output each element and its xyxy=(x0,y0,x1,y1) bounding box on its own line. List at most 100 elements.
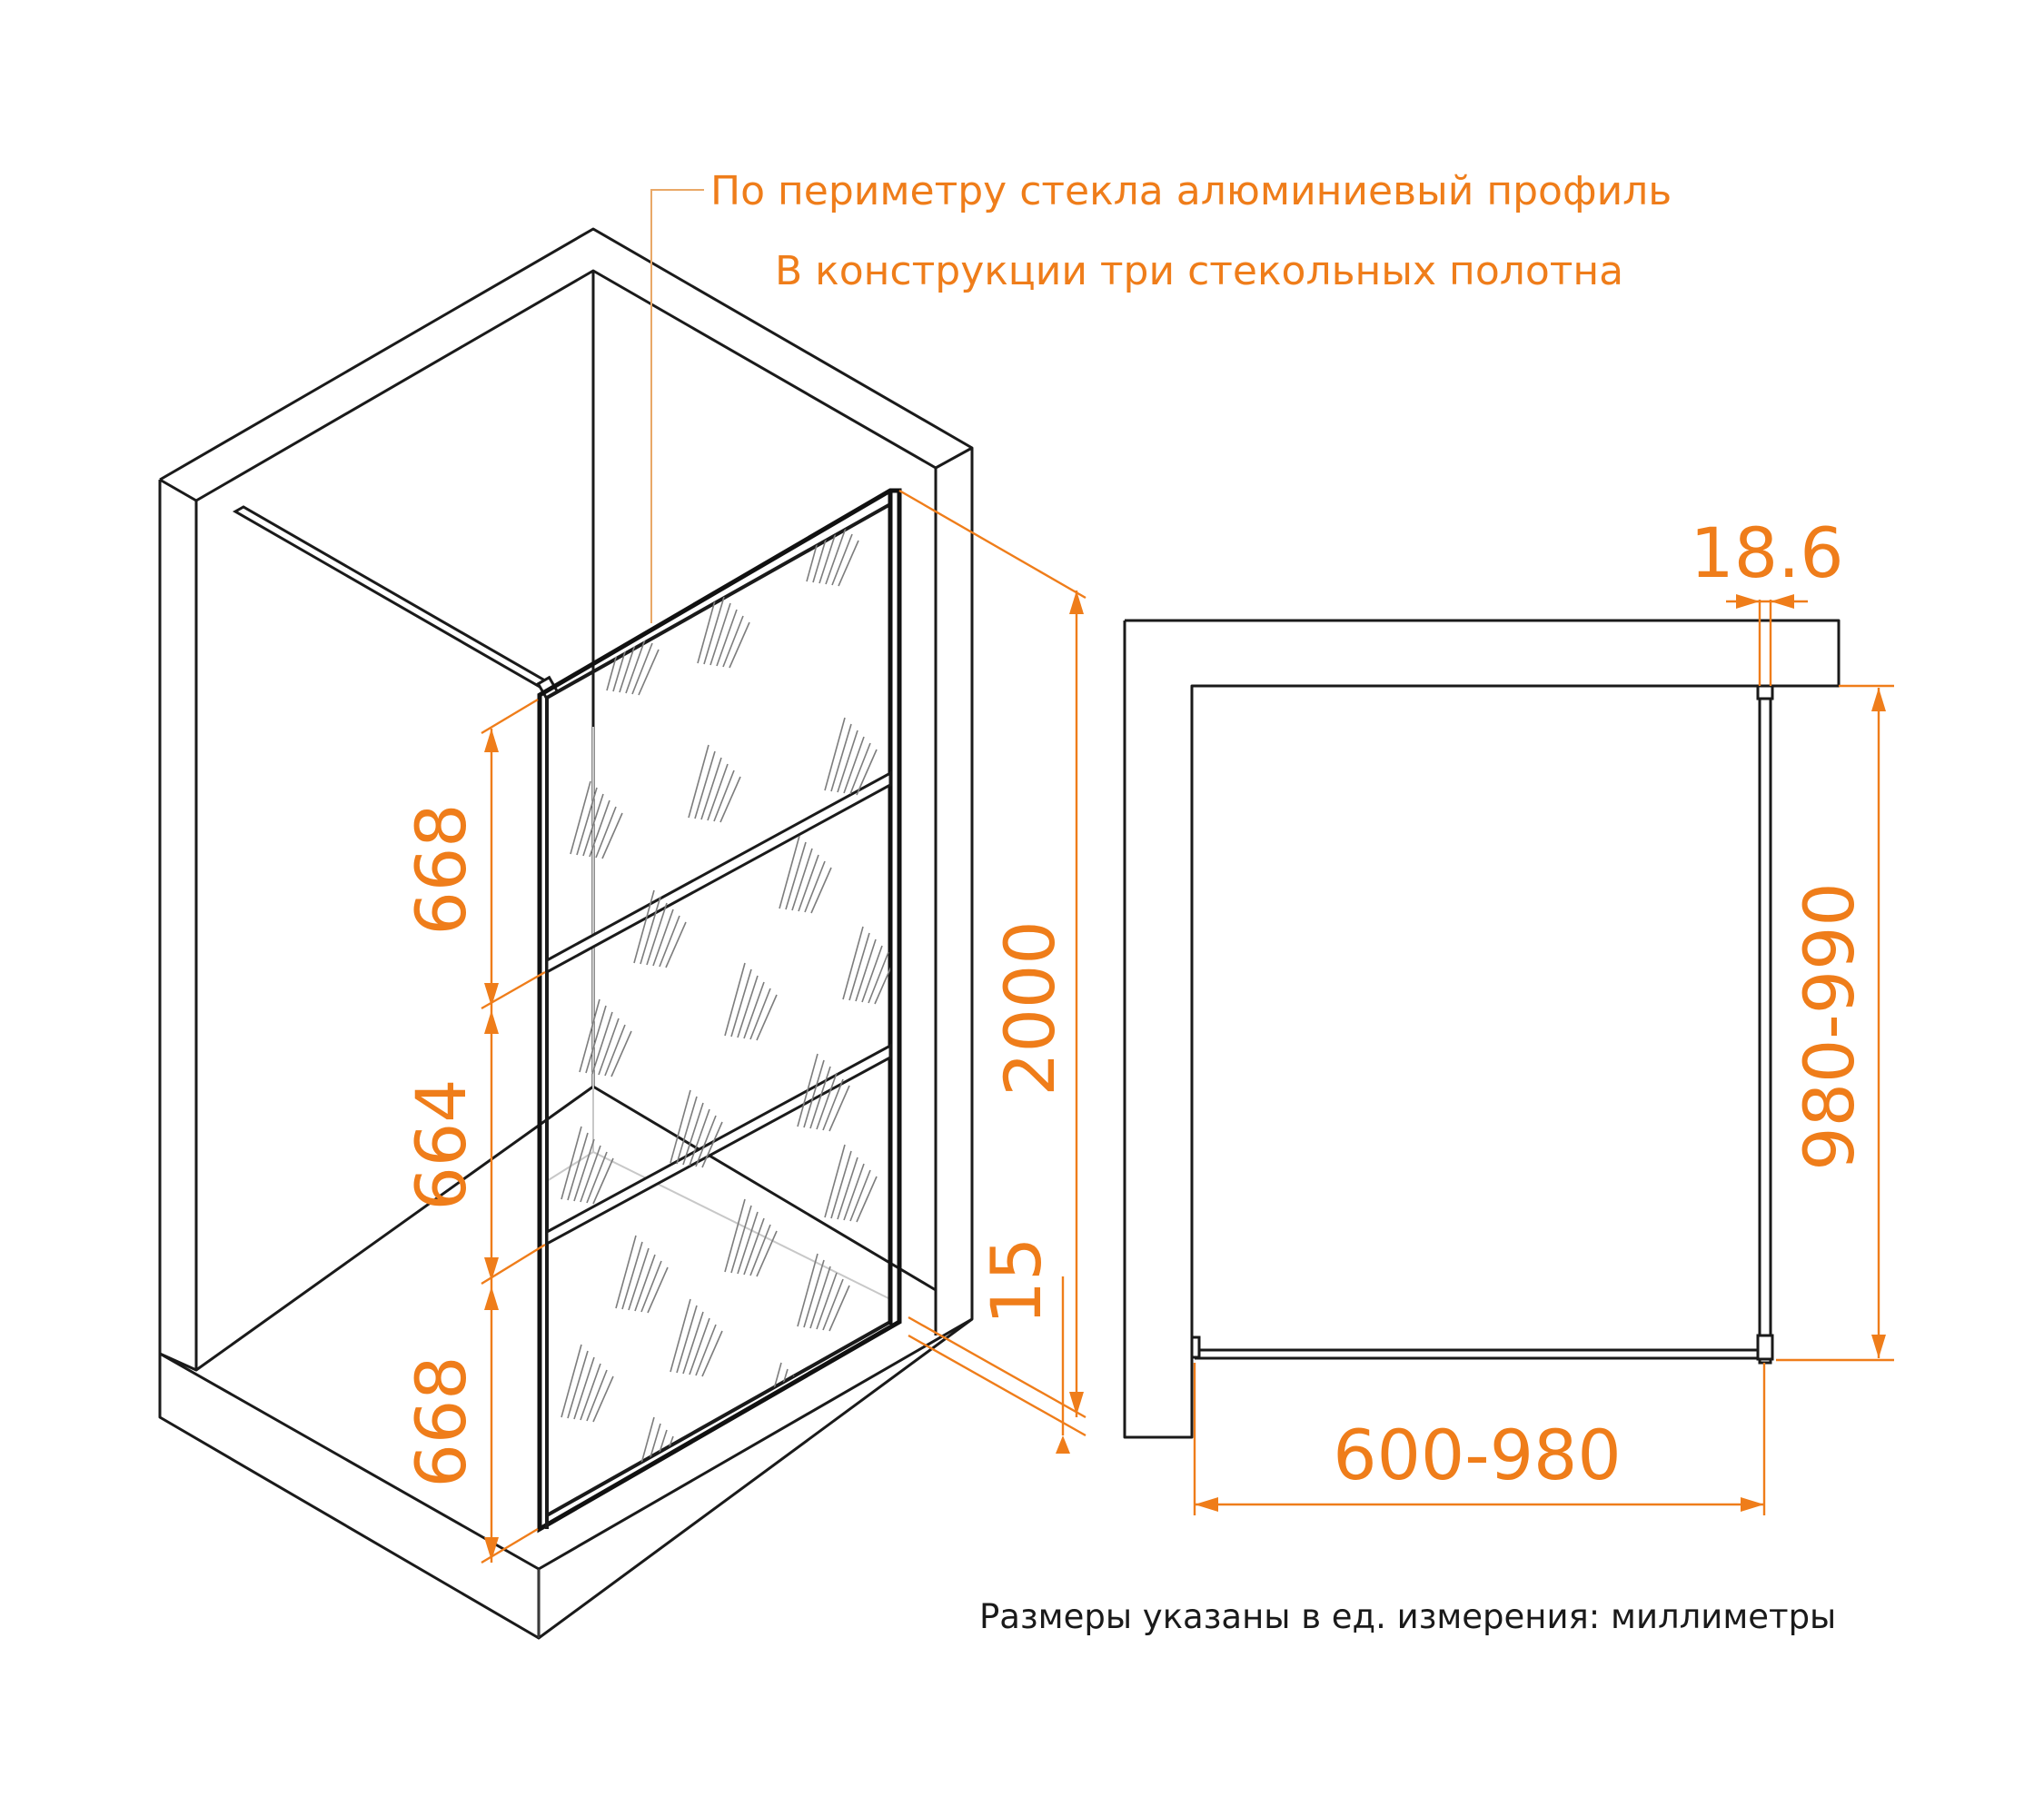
arrow-b3 xyxy=(1056,1435,1070,1454)
glass-outer-frame xyxy=(537,488,902,1534)
glass-streak xyxy=(831,533,853,586)
plan-glass-bottom-clamp xyxy=(1756,1334,1774,1361)
glass-inner-frame xyxy=(545,501,892,1519)
glass-streak xyxy=(586,1151,608,1204)
glass-streak xyxy=(573,1138,595,1202)
glass-streak xyxy=(659,915,680,968)
glass-streak xyxy=(688,744,709,819)
glass-streak xyxy=(610,1030,632,1077)
glass-streak xyxy=(874,958,890,1005)
plan-bar-wall-clamp xyxy=(1190,1335,1201,1359)
inner-wall-top xyxy=(195,269,973,502)
glass-streak xyxy=(779,835,800,909)
glass-streak xyxy=(703,596,725,665)
glass-streak xyxy=(849,1169,871,1222)
glass-streak xyxy=(625,636,647,694)
glass-streak xyxy=(615,1235,637,1309)
glass-streak xyxy=(676,1305,698,1374)
glass-streak xyxy=(816,1072,838,1130)
glass-streak xyxy=(631,642,653,695)
glass-streak xyxy=(756,994,778,1041)
dimension-lines xyxy=(481,189,1894,1564)
arrow-a4 xyxy=(484,1257,499,1281)
glass-streak xyxy=(830,1150,852,1219)
glass-streak xyxy=(604,1024,626,1077)
glass-streak xyxy=(849,742,871,795)
glass-streak xyxy=(797,1053,819,1127)
glass-streak xyxy=(576,787,598,856)
glass-streak xyxy=(701,1121,723,1168)
panel-ext-top xyxy=(481,698,539,735)
glass-streak xyxy=(822,1078,844,1131)
glass-streak xyxy=(825,527,847,585)
glass-streak xyxy=(567,1132,589,1201)
panel-bottom-dimension: 668 xyxy=(401,1355,481,1487)
glass-streak xyxy=(798,854,819,912)
glass-streak xyxy=(848,932,870,1001)
glass-streak xyxy=(676,1096,698,1165)
glass-streak xyxy=(567,1350,589,1419)
outer-wall-left xyxy=(158,480,540,1640)
glass-streak xyxy=(786,1387,808,1440)
glass-streak xyxy=(797,1253,819,1327)
glass-streak xyxy=(743,981,765,1039)
glass-streak xyxy=(785,841,807,910)
glass-streak xyxy=(843,1163,865,1221)
support-bar xyxy=(232,505,553,690)
glass-streak xyxy=(633,889,655,964)
glass-streak xyxy=(824,1144,846,1218)
glass-streak xyxy=(670,1089,691,1164)
arrow-a3 xyxy=(484,1010,499,1034)
height-ext-bottom-1 xyxy=(908,1316,1086,1419)
glass-streak xyxy=(719,776,741,823)
glass-streak xyxy=(729,621,750,669)
glass-streak xyxy=(856,749,878,796)
glass-streak xyxy=(580,1363,601,1421)
glass-streak xyxy=(816,1272,838,1330)
glass-streak xyxy=(689,1108,710,1167)
glass-streak xyxy=(829,1085,850,1132)
glass-streak xyxy=(694,750,716,819)
arrow-d1 xyxy=(1871,688,1886,711)
glass-streak xyxy=(670,1298,691,1373)
glass-streak xyxy=(570,780,591,855)
units-note: Размеры указаны в ед. измерения: миллиме… xyxy=(979,1597,1836,1636)
arrow-e1 xyxy=(1195,1497,1218,1512)
glass-streak xyxy=(756,1230,778,1277)
glass-streak xyxy=(589,799,610,858)
glass-streak xyxy=(861,945,883,1003)
plan-glass-top-clamp xyxy=(1756,684,1774,700)
floor-back-right xyxy=(592,1085,937,1292)
glass-streak xyxy=(695,1115,717,1167)
arrow-a1 xyxy=(484,729,499,752)
glass-streak xyxy=(837,1157,858,1220)
glass-streak xyxy=(824,717,846,791)
arrow-a5 xyxy=(484,1286,499,1310)
glass-streak xyxy=(749,1224,771,1276)
arrow-c1 xyxy=(1736,594,1760,609)
floor-back-left xyxy=(159,1085,594,1372)
glass-streak xyxy=(843,736,865,794)
glass-streak xyxy=(855,938,877,1002)
glass-streak xyxy=(640,896,661,965)
arrow-a2 xyxy=(484,983,499,1007)
arrow-b2 xyxy=(1069,1392,1084,1415)
glass-streak xyxy=(822,1278,844,1331)
glass-streak xyxy=(701,1330,723,1377)
glass-streak xyxy=(695,1324,717,1376)
glass-streak xyxy=(561,1126,582,1200)
glass-streak xyxy=(592,1157,614,1205)
glass-streak xyxy=(837,730,858,793)
glass-streak xyxy=(804,860,826,913)
glass-streak xyxy=(638,649,660,696)
glass-streak xyxy=(579,998,600,1073)
glass-streak xyxy=(689,1317,710,1375)
profile-note: По периметру стекла алюминиевый профиль xyxy=(710,168,1672,214)
glass-streak xyxy=(724,962,746,1037)
glass-streak xyxy=(707,763,729,821)
glass-streak xyxy=(810,867,832,914)
glass-streak xyxy=(640,1260,662,1313)
wall-top-edge xyxy=(159,478,197,502)
glass-streak xyxy=(724,1198,746,1273)
thickness-dimension: 18.6 xyxy=(1690,512,1843,593)
